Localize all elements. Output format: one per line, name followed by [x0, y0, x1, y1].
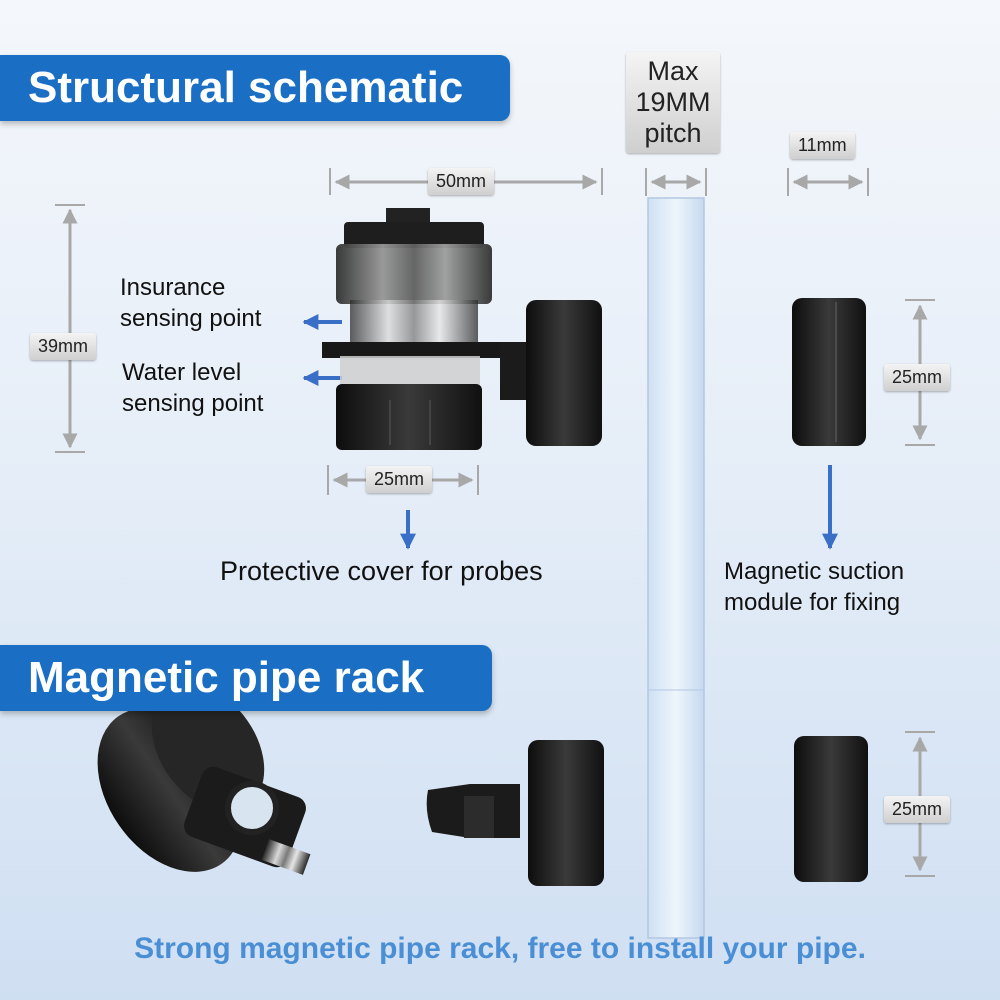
- insurance-line-2: sensing point: [120, 305, 262, 333]
- pipe-rack-3d: [97, 684, 311, 875]
- footer-tagline: Strong magnetic pipe rack, free to insta…: [134, 932, 866, 965]
- pitch-line-3: pitch: [644, 118, 702, 149]
- pitch-line-2: 19MM: [635, 87, 711, 118]
- dim-50mm: 50mm: [428, 168, 495, 195]
- dimension-line-pitch: [645, 168, 707, 196]
- dim-magnet-25mm-top: 25mm: [884, 364, 951, 391]
- dimension-line-39mm: [55, 204, 85, 453]
- water-line-2: sensing point: [122, 390, 264, 418]
- water-level-sensing-label: Water level sensing point: [122, 357, 263, 419]
- dim-probe-25mm: 25mm: [366, 466, 433, 493]
- structural-schematic-heading: Structural schematic: [0, 55, 510, 121]
- magnetic-module-top: [792, 298, 866, 446]
- insurance-sensing-label: Insurance sensing point: [120, 272, 261, 334]
- pitch-line-1: Max: [647, 56, 699, 86]
- magnetic-pipe-rack-heading: Magnetic pipe rack: [0, 645, 492, 711]
- dim-magnet-25mm-bottom: 25mm: [884, 796, 951, 823]
- magnetic-line-1: Magnetic suction: [724, 558, 905, 585]
- insurance-line-1: Insurance: [120, 274, 226, 301]
- magnetic-suction-label: Magnetic suction module for fixing: [724, 556, 904, 618]
- dim-11mm: 11mm: [790, 132, 855, 159]
- dimension-line-11mm: [787, 168, 869, 196]
- pipe-rack-side: [426, 740, 604, 886]
- water-line-1: Water level: [122, 359, 242, 386]
- pitch-label: Max 19MM pitch: [626, 52, 720, 154]
- protective-cover-label: Protective cover for probes: [220, 556, 543, 586]
- pipe-illustration: [647, 197, 705, 939]
- dim-39mm: 39mm: [30, 333, 97, 360]
- magnetic-module-bottom: [794, 736, 868, 882]
- sensor-device: [322, 208, 602, 450]
- magnetic-line-2: module for fixing: [724, 589, 901, 617]
